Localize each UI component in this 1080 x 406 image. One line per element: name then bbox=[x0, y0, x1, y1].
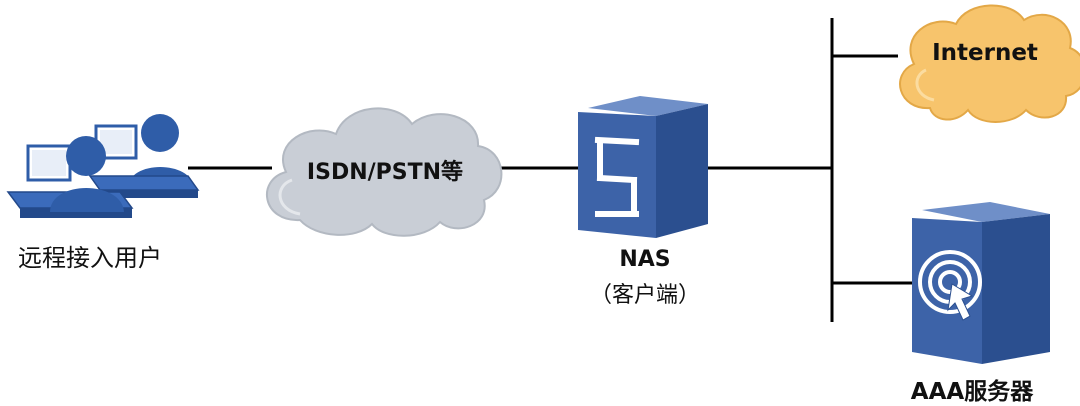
nas-sublabel: （客户端） bbox=[589, 283, 700, 308]
nas-label: NAS bbox=[619, 247, 671, 272]
internet-cloud-icon bbox=[899, 4, 1080, 123]
nas-device-icon bbox=[578, 96, 708, 238]
aaa-server-label: AAA服务器 bbox=[910, 379, 1034, 405]
isdn-pstn-cloud-icon bbox=[266, 107, 503, 237]
internet-label: Internet bbox=[932, 40, 1038, 66]
connection-lines bbox=[188, 18, 912, 322]
remote-users-icon bbox=[6, 114, 200, 218]
isdn-pstn-label: ISDN/PSTN等 bbox=[306, 160, 464, 185]
aaa-server-icon bbox=[912, 202, 1050, 364]
remote-users-label: 远程接入用户 bbox=[18, 244, 162, 272]
